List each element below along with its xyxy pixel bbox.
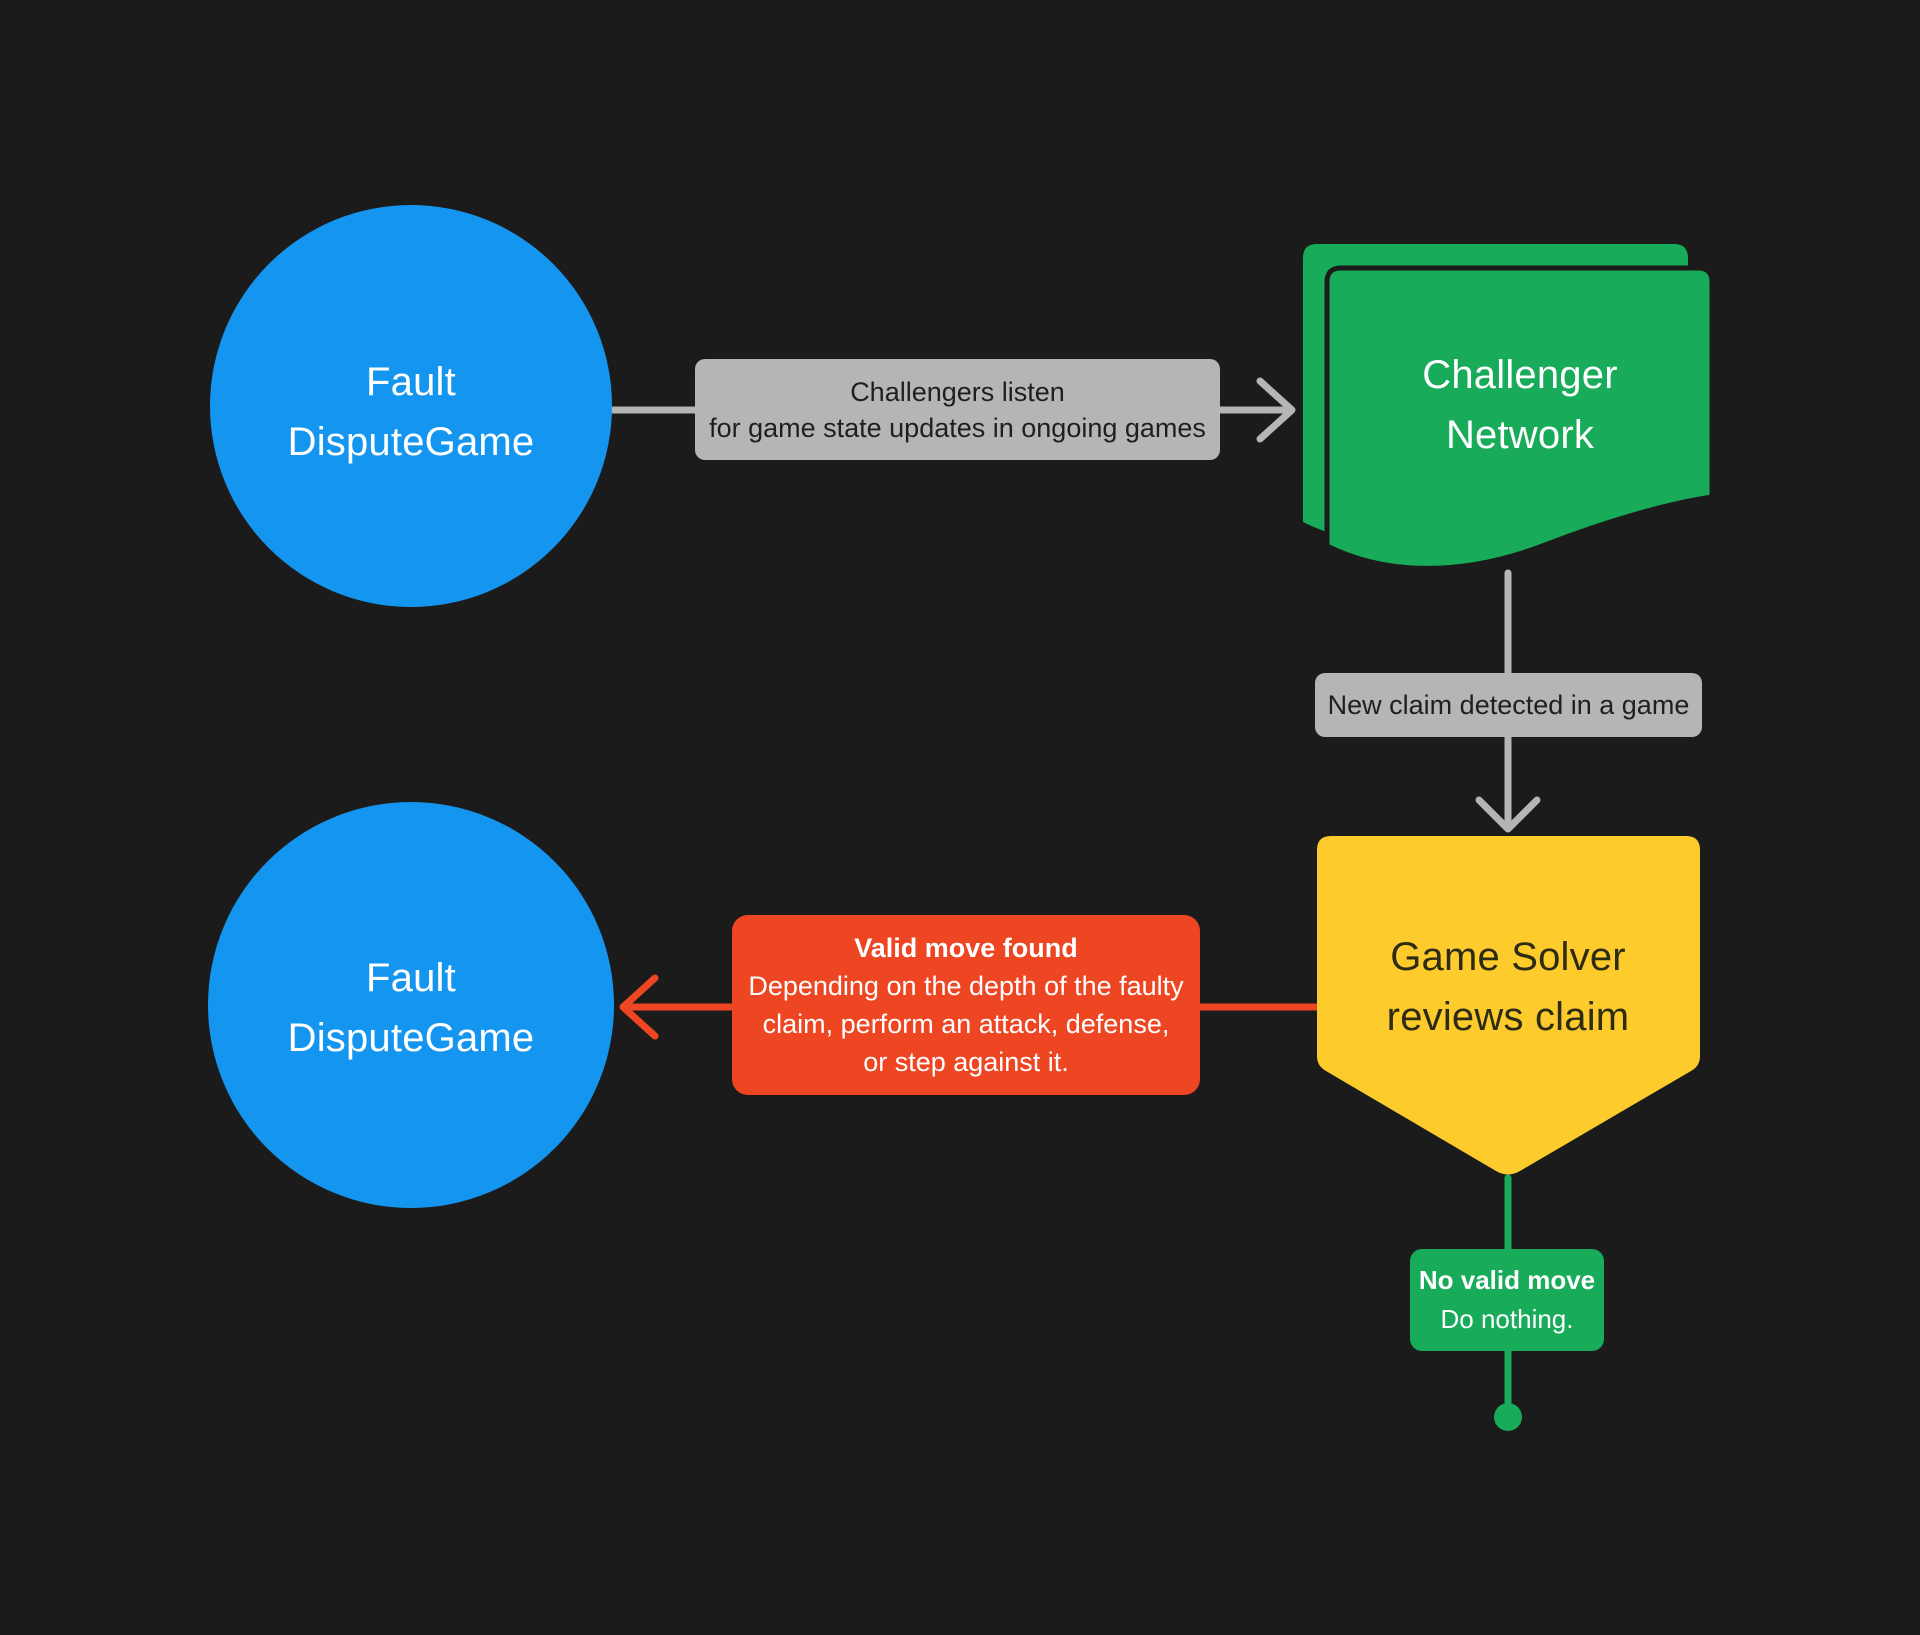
- valid-move-box: Valid move found Depending on the depth …: [732, 915, 1200, 1095]
- arrowhead-right-icon: [1256, 377, 1296, 443]
- game-solver-label: Game Solver reviews claim: [1318, 927, 1698, 1047]
- listen-edge-label-line1: Challengers listen: [850, 376, 1065, 407]
- fault-dispute-game-top-line2: DisputeGame: [287, 420, 535, 464]
- new-claim-edge-label: New claim detected in a game: [1315, 673, 1702, 737]
- fault-dispute-game-bottom-line2: DisputeGame: [287, 1016, 535, 1060]
- no-valid-move-title: No valid move: [1418, 1265, 1596, 1295]
- challenger-network-line1: Challenger: [1422, 353, 1618, 397]
- fault-dispute-game-top-line1: Fault: [366, 360, 456, 404]
- listen-edge-label: Challengers listen for game state update…: [695, 359, 1220, 460]
- new-claim-edge-label-text: New claim detected in a game: [1327, 690, 1690, 720]
- no-valid-move-body: Do nothing.: [1440, 1304, 1574, 1334]
- valid-move-body-line3: or step against it.: [863, 1047, 1069, 1077]
- challenger-network-line2: Network: [1445, 413, 1595, 457]
- game-solver-line2: reviews claim: [1386, 995, 1630, 1039]
- valid-move-body-line1: Depending on the depth of the faulty: [748, 971, 1184, 1001]
- fault-dispute-game-top-label: Fault DisputeGame: [211, 352, 611, 472]
- no-valid-move-box: No valid move Do nothing.: [1410, 1249, 1604, 1351]
- valid-move-body-line2: claim, perform an attack, defense,: [762, 1009, 1170, 1039]
- valid-move-title: Valid move found: [854, 933, 1078, 963]
- listen-edge-label-line2: for game state updates in ongoing games: [709, 412, 1206, 443]
- game-solver-line1: Game Solver: [1390, 935, 1626, 979]
- challenger-network-flag: [1324, 265, 1715, 571]
- fault-dispute-game-bottom-line1: Fault: [366, 956, 456, 1000]
- terminal-dot: [1494, 1403, 1522, 1431]
- game-solver-pentagon: [1317, 836, 1700, 1175]
- fault-dispute-game-bottom-label: Fault DisputeGame: [211, 948, 611, 1068]
- challenger-network-label: Challenger Network: [1330, 345, 1710, 465]
- fault-dispute-game-circle-bottom: [208, 802, 614, 1208]
- arrowhead-left-icon: [619, 974, 659, 1040]
- fault-dispute-game-circle-top: [210, 205, 612, 607]
- arrowhead-down-icon: [1475, 796, 1541, 833]
